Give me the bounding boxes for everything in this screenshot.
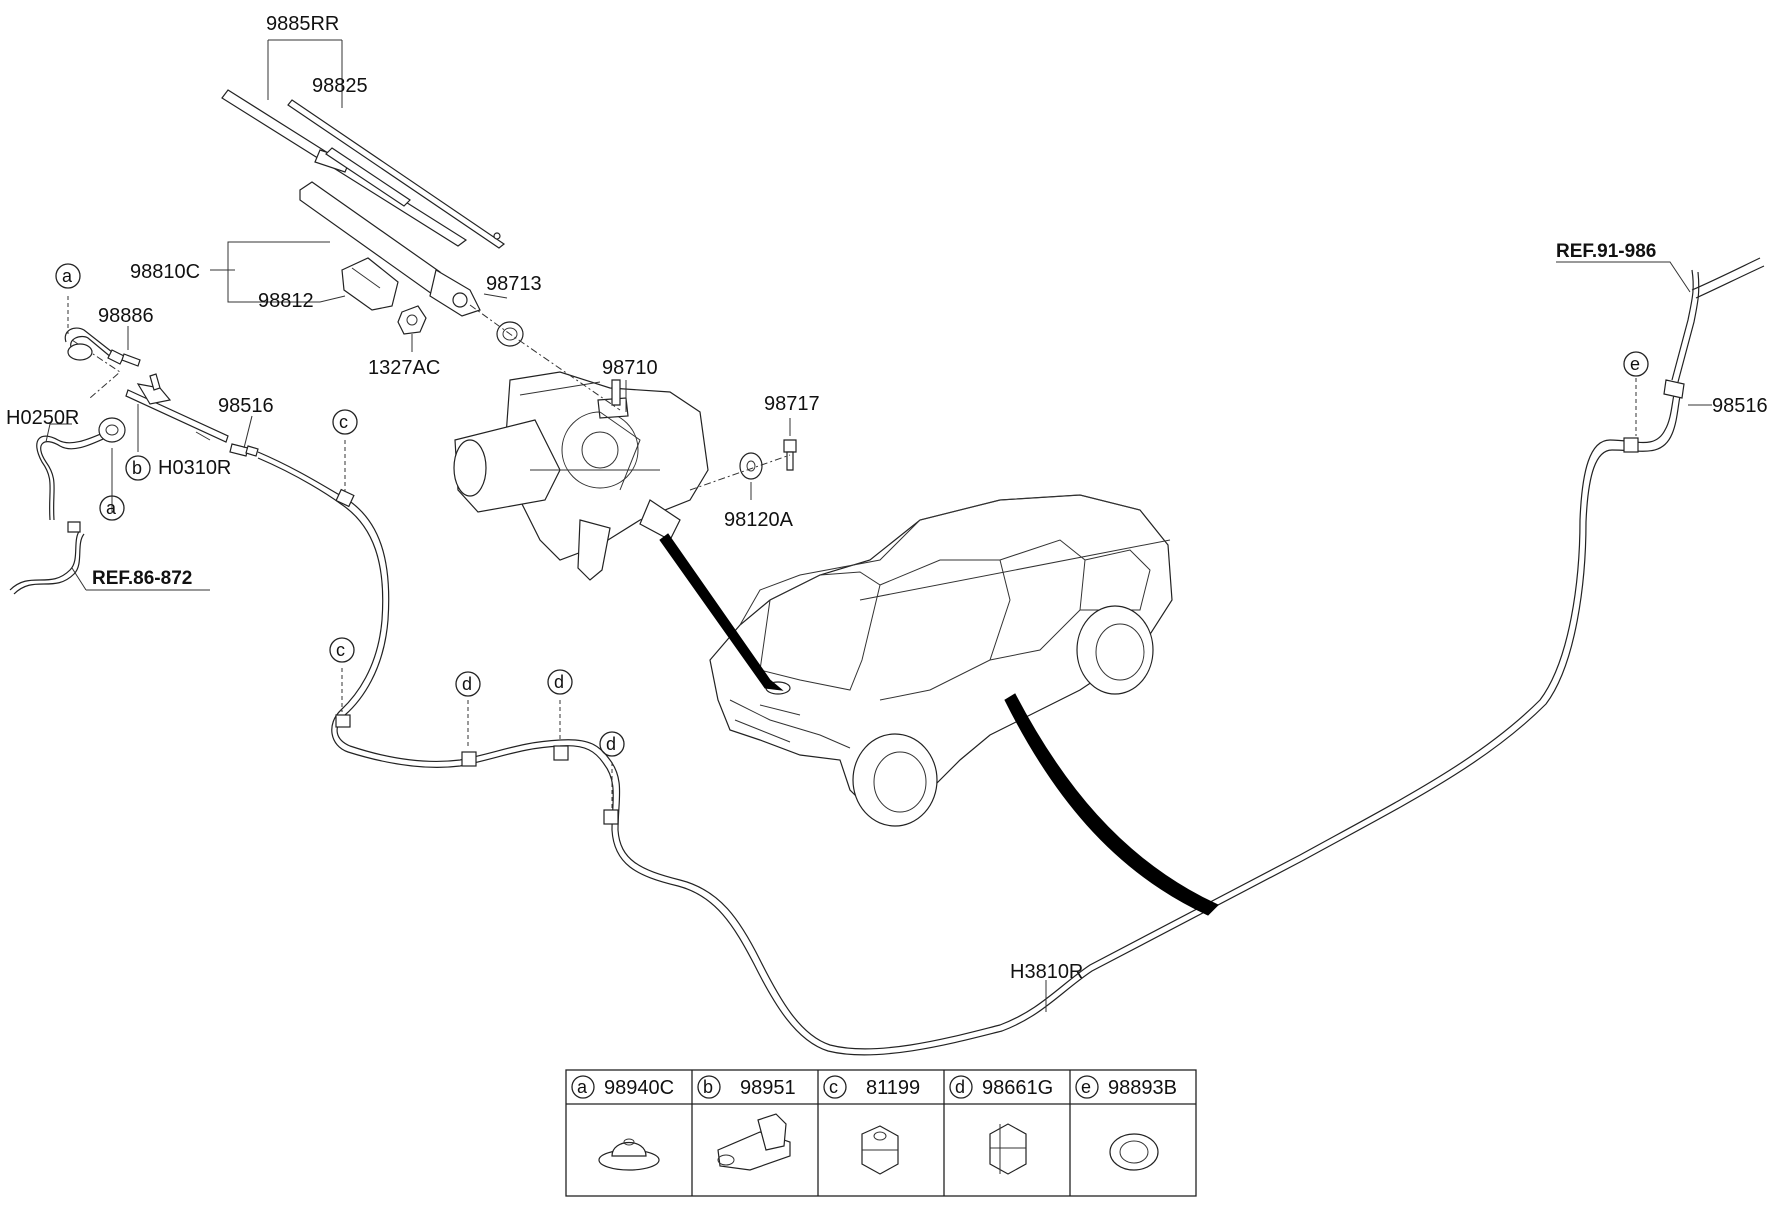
wiper-arm-98810C <box>299 181 481 317</box>
ref-label-right: REF.91-986 <box>1556 241 1656 262</box>
svg-text:d: d <box>554 672 564 692</box>
reference-labels: REF.86-872 REF.91-986 <box>92 241 1656 589</box>
svg-text:c: c <box>336 640 345 660</box>
label-H3810R: H3810R <box>1010 961 1083 983</box>
hose-H0310R <box>125 373 229 443</box>
callout-d-1: d <box>455 671 481 697</box>
label-9885RR: 9885RR <box>266 13 339 35</box>
svg-text:b: b <box>132 458 142 478</box>
svg-text:c: c <box>829 1077 838 1097</box>
callout-e: e <box>1623 351 1649 377</box>
legend-cell-a: a 98940C <box>571 1075 674 1099</box>
svg-text:b: b <box>703 1077 713 1097</box>
hose-H0250R <box>9 417 126 595</box>
callout-c-lower: c <box>329 637 355 663</box>
wiper-blade-assembly <box>221 89 506 249</box>
part-labels: 9885RR 98825 98810C 98812 98713 1327AC 9… <box>6 13 1768 983</box>
svg-text:a: a <box>577 1077 588 1097</box>
svg-text:d: d <box>955 1077 965 1097</box>
legend-part-c: 81199 <box>866 1077 920 1099</box>
label-98516-left: 98516 <box>218 395 274 417</box>
wiper-cap-98812 <box>341 257 399 311</box>
svg-text:e: e <box>1081 1077 1091 1097</box>
callout-a-bottom: a <box>99 495 125 521</box>
pointer-band-motor <box>659 533 784 691</box>
callout-d-3: d <box>599 731 625 757</box>
legend-cell-c: c 81199 <box>823 1075 920 1099</box>
label-98812: 98812 <box>258 290 314 312</box>
svg-text:e: e <box>1630 354 1640 374</box>
label-H0310R: H0310R <box>158 457 231 479</box>
legend-part-a: 98940C <box>604 1077 674 1099</box>
legend-cell-b: b 98951 <box>697 1075 796 1099</box>
callout-circles: a a b c c d d d <box>55 263 1649 757</box>
svg-text:d: d <box>606 734 616 754</box>
hose-98886-connector <box>64 327 141 367</box>
label-98713: 98713 <box>486 273 542 295</box>
legend-sketch-98951 <box>717 1113 791 1171</box>
label-98886: 98886 <box>98 305 154 327</box>
label-H0250R: H0250R <box>6 407 79 429</box>
legend-sketch-98940C <box>598 1138 660 1171</box>
leader-lines <box>45 39 1712 1012</box>
svg-text:a: a <box>62 266 73 286</box>
callout-b: b <box>125 455 151 481</box>
legend-part-e: 98893B <box>1108 1077 1177 1099</box>
svg-text:c: c <box>339 412 348 432</box>
legend-sketch-81199 <box>861 1125 899 1175</box>
vehicle-illustration <box>709 494 1173 827</box>
legend-part-d: 98661G <box>982 1077 1053 1099</box>
wiper-motor-98710 <box>453 371 709 581</box>
svg-text:a: a <box>106 498 117 518</box>
callout-c-top: c <box>332 409 358 435</box>
label-98810C: 98810C <box>130 261 200 283</box>
label-98717: 98717 <box>764 393 820 415</box>
alignment-line-motor <box>469 304 621 411</box>
legend-cell-e: e 98893B <box>1075 1075 1177 1099</box>
ref-label-left: REF.86-872 <box>92 568 192 589</box>
label-1327AC: 1327AC <box>368 357 440 379</box>
grommet-98120A <box>739 452 763 480</box>
pointer-band-hose <box>1004 693 1219 916</box>
bolt-98717 <box>783 439 797 471</box>
alignment-line-bolt <box>689 454 791 491</box>
legend-sketch-98893B <box>1109 1133 1159 1171</box>
legend-sketch-98661G <box>989 1123 1027 1175</box>
label-98825: 98825 <box>312 75 368 97</box>
label-98120A: 98120A <box>724 509 794 531</box>
connector-98516-left <box>229 443 259 457</box>
callout-a-top: a <box>55 263 81 289</box>
legend-part-b: 98951 <box>740 1077 796 1099</box>
label-98710: 98710 <box>602 357 658 379</box>
callout-d-2: d <box>547 669 573 695</box>
legend-cell-d: d 98661G <box>949 1075 1053 1099</box>
svg-text:d: d <box>462 674 472 694</box>
nut-1327AC <box>397 305 427 335</box>
legend-table: a 98940C b 98951 c 81199 d 98661G e 9889… <box>565 1069 1197 1197</box>
label-98516-right: 98516 <box>1712 395 1768 417</box>
hose-clips <box>335 437 1639 825</box>
